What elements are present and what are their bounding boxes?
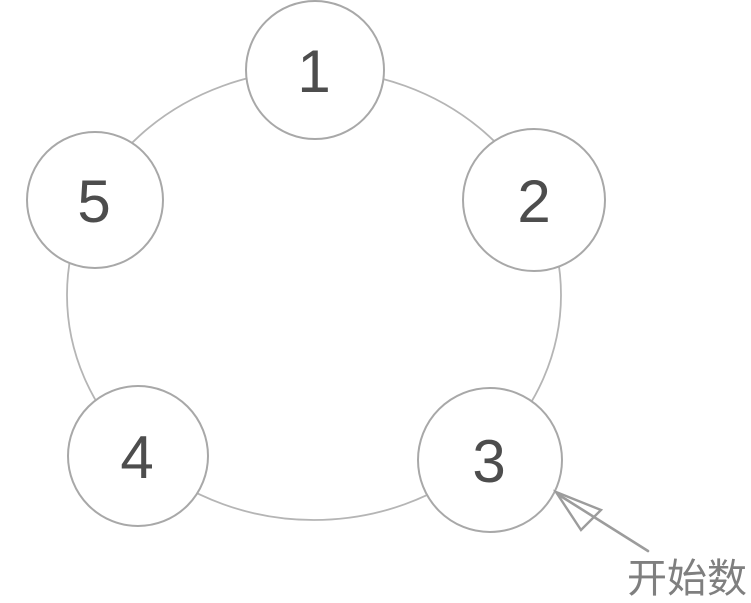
- node-circle-1: [245, 0, 385, 140]
- start-arrow-shaft: [557, 493, 650, 553]
- node-circle-2: [462, 128, 606, 272]
- node-circle-4: [67, 385, 209, 527]
- node-circle-3: [417, 387, 563, 533]
- node-1: 1: [245, 0, 385, 140]
- start-arrow: [552, 489, 650, 553]
- node-4: 4: [67, 385, 209, 527]
- node-5: 5: [26, 131, 164, 269]
- node-label-4: 4: [120, 424, 153, 491]
- node-label-1: 1: [297, 38, 330, 105]
- node-3: 3: [417, 387, 563, 533]
- annotation-start-counting: 开始数: [627, 557, 747, 601]
- node-circle-5: [26, 131, 164, 269]
- node-label-5: 5: [77, 168, 110, 235]
- node-label-3: 3: [472, 428, 505, 495]
- start-arrowhead-icon: [552, 489, 604, 532]
- node-2: 2: [462, 128, 606, 272]
- node-label-2: 2: [517, 168, 550, 235]
